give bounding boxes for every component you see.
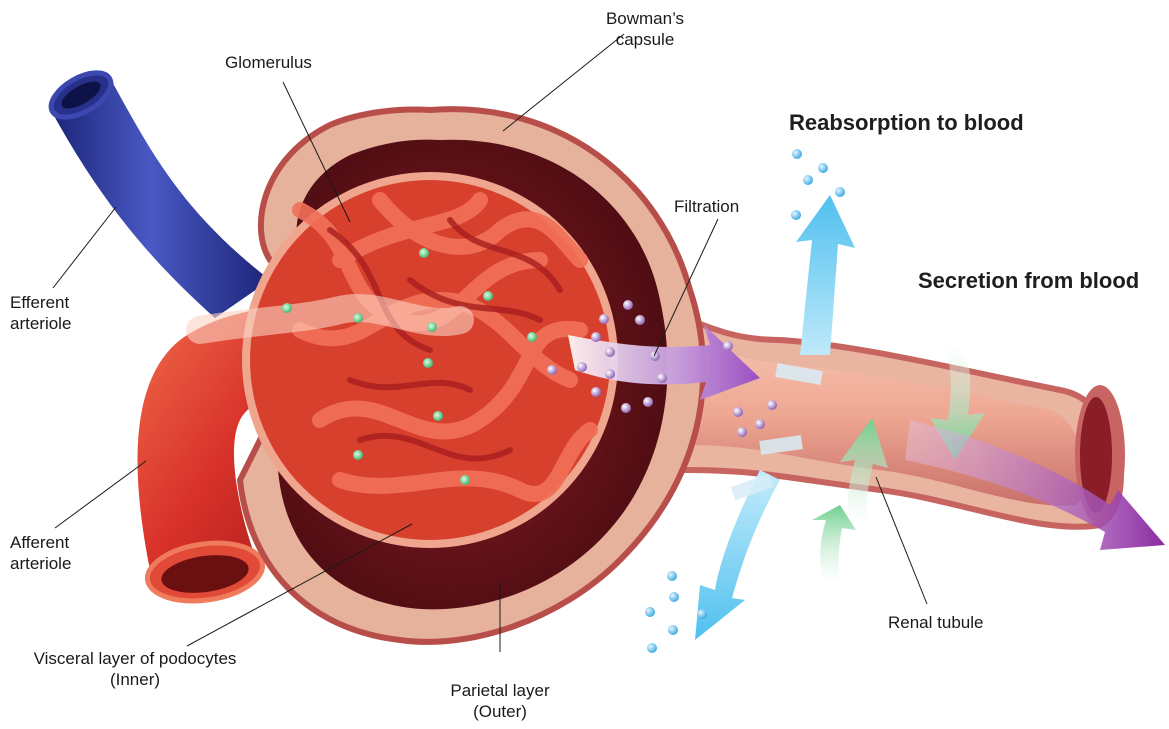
- reabsorption-heading: Reabsorption to blood: [789, 110, 1024, 136]
- afferent-arteriole-label-line1: Afferent: [10, 532, 71, 553]
- reabsorbed-particles-top: [791, 149, 845, 220]
- bowmans-capsule-label-line1: Bowman’s: [585, 8, 705, 29]
- visceral-layer-label-line1: Visceral layer of podocytes: [5, 648, 265, 669]
- parietal-layer-label: Parietal layer (Outer): [430, 680, 570, 722]
- visceral-layer-label-line2: (Inner): [5, 669, 265, 690]
- efferent-arteriole-label: Efferent arteriole: [10, 292, 71, 334]
- efferent-arteriole-vessel: [44, 64, 270, 318]
- visceral-layer-label: Visceral layer of podocytes (Inner): [5, 648, 265, 690]
- reabsorption-arrow-up: [796, 195, 855, 355]
- glomerulus-label: Glomerulus: [225, 52, 312, 73]
- filtration-label: Filtration: [674, 196, 739, 217]
- reabsorbed-particles-bottom: [645, 571, 707, 653]
- afferent-arteriole-label-line2: arteriole: [10, 553, 71, 574]
- parietal-layer-label-line2: (Outer): [430, 701, 570, 722]
- efferent-arteriole-label-line2: arteriole: [10, 313, 71, 334]
- secretion-heading: Secretion from blood: [918, 268, 1139, 294]
- parietal-layer-label-line1: Parietal layer: [430, 680, 570, 701]
- renal-tubule-label: Renal tubule: [888, 612, 983, 633]
- bowmans-capsule-label-line2: capsule: [585, 29, 705, 50]
- bowmans-capsule-label: Bowman’s capsule: [585, 8, 705, 50]
- afferent-arteriole-label: Afferent arteriole: [10, 532, 71, 574]
- efferent-arteriole-label-line1: Efferent: [10, 292, 71, 313]
